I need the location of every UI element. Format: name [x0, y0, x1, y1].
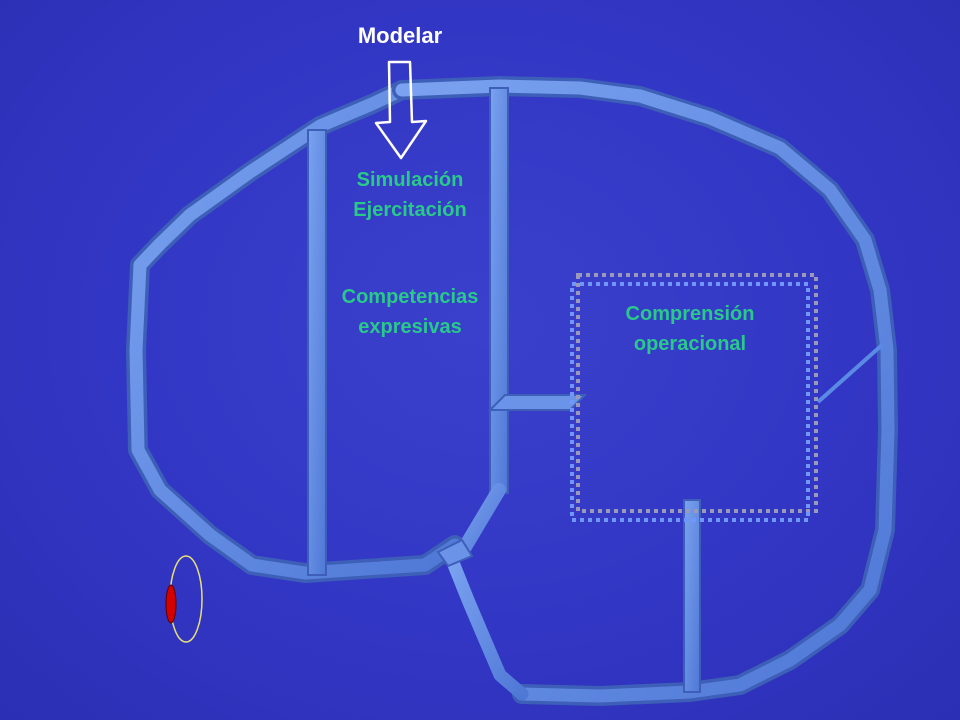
label-simulacion-ejercitacion: Simulación Ejercitación	[310, 165, 510, 225]
title-modelar: Modelar	[357, 23, 443, 48]
outer-wall-bottom-left	[445, 553, 529, 701]
label-competencias-expresivas: Competencias expresivas	[300, 282, 520, 342]
connector-line	[816, 343, 884, 404]
red-marker-icon	[165, 584, 177, 624]
inner-wall-diagonal	[455, 483, 506, 559]
label-operacional: operacional	[633, 333, 747, 355]
inner-wall-vertical-1	[307, 129, 327, 576]
label-competencias: Competencias	[341, 286, 479, 308]
wall-junction-block	[436, 538, 474, 568]
label-comprension: Comprensión	[625, 303, 755, 325]
outer-wall-left	[129, 83, 462, 580]
label-expresivas: expresivas	[358, 316, 462, 338]
down-arrow-icon	[374, 60, 428, 160]
inner-wall-shelf	[487, 394, 588, 411]
dotted-box-inner	[570, 282, 810, 522]
label-ejercitacion: Ejercitación	[353, 199, 467, 221]
label-simulacion: Simulación	[356, 169, 464, 191]
outer-wall-top-right	[395, 79, 895, 703]
inner-wall-vertical-3	[683, 499, 701, 693]
dotted-box-outer	[576, 273, 818, 513]
label-comprension-operacional: Comprensión operacional	[590, 299, 790, 359]
